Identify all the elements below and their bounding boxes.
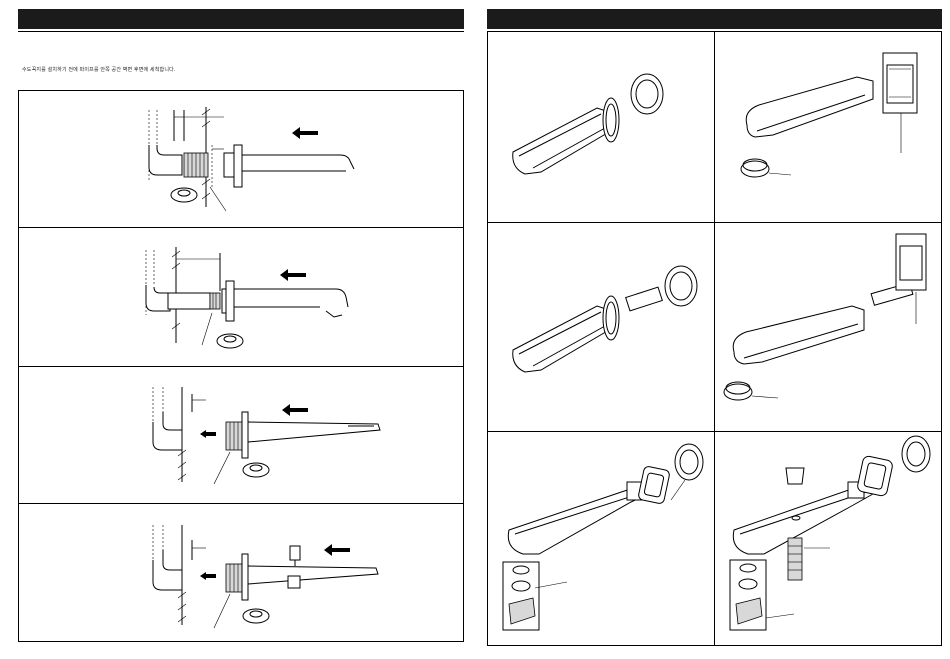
left-divider-2 xyxy=(18,366,464,367)
figure-flat-spout-with-square-plate-parts xyxy=(495,438,710,638)
figure-flat-spout-with-diverter-parts xyxy=(720,438,940,638)
right-divider-vertical xyxy=(714,31,715,646)
figure-spout-with-extension-square-plate xyxy=(722,232,932,412)
figure-wall-pipe-extension-spout xyxy=(130,245,370,360)
right-header-bar xyxy=(487,9,942,29)
left-divider-3 xyxy=(18,503,464,504)
right-header-title xyxy=(487,14,495,25)
figure-spout-with-escutcheon xyxy=(505,68,675,188)
left-header-bar xyxy=(18,9,464,29)
left-divider-1 xyxy=(18,227,464,228)
figure-spout-with-extension-escutcheon xyxy=(505,262,705,382)
right-divider-2 xyxy=(487,431,942,432)
left-header-rule xyxy=(18,31,464,32)
left-header-title xyxy=(18,14,26,25)
right-divider-1 xyxy=(487,222,942,223)
figure-wall-elbow-diverter-spout xyxy=(148,520,398,635)
figure-spout-with-square-plate xyxy=(725,45,930,185)
figure-wall-pipe-threaded-spout xyxy=(140,105,370,215)
figure-wall-elbow-flat-spout xyxy=(148,382,398,492)
intro-note: 수도꼭지를 설치하기 전에 파이프를 안쪽 공간 벽면 후면에 세척합니다. xyxy=(22,66,176,73)
